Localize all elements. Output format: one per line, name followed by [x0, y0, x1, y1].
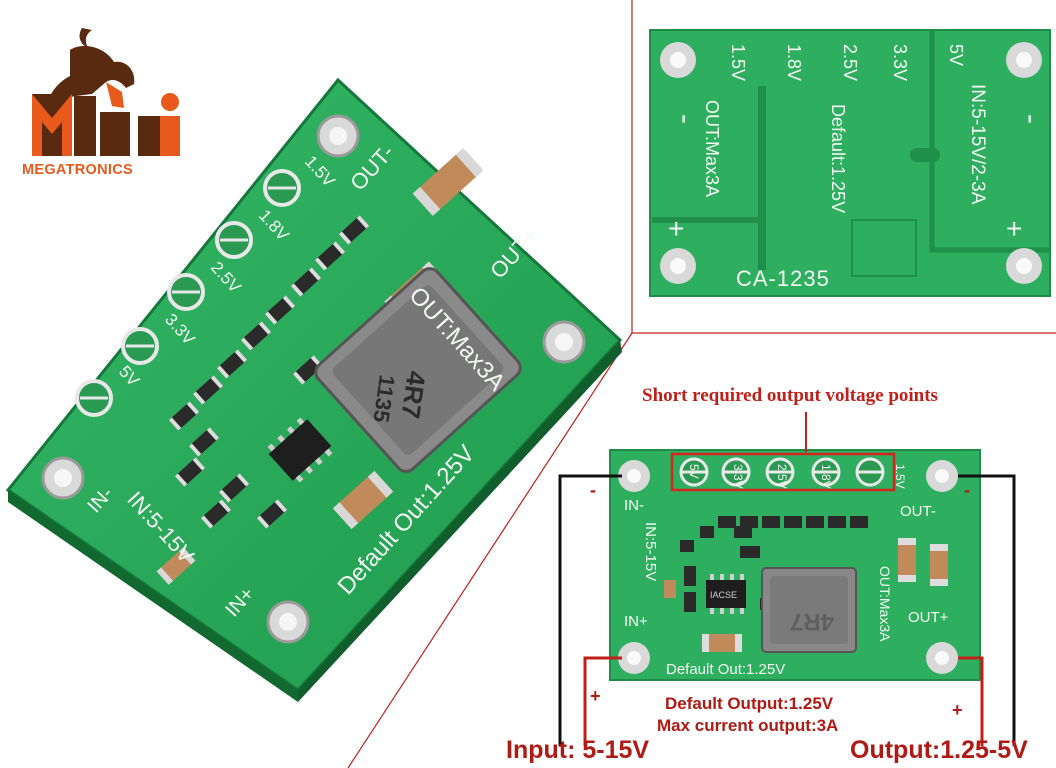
right-minus-sign: - — [964, 480, 970, 500]
back-mounting-holes — [660, 42, 1042, 284]
back-pcb-photo: 1.5V 1.8V 2.5V 3.3V 5V OUT:Max3A Default… — [649, 29, 1051, 297]
svg-text:1.8V: 1.8V — [784, 44, 804, 81]
jumper-pads — [75, 169, 301, 417]
svg-text:IN-: IN- — [624, 497, 644, 514]
svg-text:IN:5-15V/2-3A: IN:5-15V/2-3A — [967, 84, 988, 205]
svg-text:1.8V: 1.8V — [819, 464, 833, 489]
svg-text:1.5V: 1.5V — [728, 44, 748, 81]
angled-pcb-photo: 1.5V 1.8V 2.5V 3.3V 5V OUT- OUT+ OUT:Max… — [5, 77, 623, 702]
front-ic-chip — [706, 574, 746, 614]
short-points-caption: Short required output voltage points — [642, 385, 938, 406]
left-minus-sign: - — [590, 480, 596, 500]
back-silkscreen: 1.5V 1.8V 2.5V 3.3V 5V OUT:Max3A Default… — [668, 44, 1048, 291]
brand-logo: MEGATRONICS — [22, 22, 187, 182]
inductor-marking: 4R7 1135 — [368, 369, 431, 424]
back-board-body — [649, 29, 1051, 297]
mounting-holes — [41, 114, 586, 644]
svg-text:-: - — [669, 114, 702, 124]
ic-chip — [267, 417, 333, 483]
front-jumper-pads — [679, 457, 885, 487]
svg-text:4R7: 4R7 — [790, 608, 834, 635]
svg-text:3.3V: 3.3V — [890, 44, 910, 81]
input-caption: Input: 5-15V — [506, 736, 650, 764]
svg-text:3.3V: 3.3V — [731, 464, 745, 489]
svg-text:+: + — [1006, 213, 1022, 244]
svg-text:IN:5-15V: IN:5-15V — [642, 522, 659, 581]
svg-text:2.5V: 2.5V — [840, 44, 860, 81]
left-plus-sign: + — [590, 686, 601, 706]
svg-text:2.5V: 2.5V — [775, 464, 789, 489]
front-capacitors — [702, 538, 948, 652]
svg-text:5V: 5V — [946, 44, 966, 66]
svg-text:CA-1235: CA-1235 — [736, 266, 830, 291]
svg-text:IACSE: IACSE — [710, 590, 737, 600]
front-part-markings: IACSE 4R7 — [710, 590, 834, 635]
svg-text:Default Out:1.25V: Default Out:1.25V — [666, 661, 785, 678]
svg-text:Default:1.25V: Default:1.25V — [828, 104, 848, 213]
svg-text:OUT-: OUT- — [900, 503, 936, 520]
svg-text:OUT:Max3A: OUT:Max3A — [877, 566, 893, 642]
front-inductor — [761, 567, 857, 653]
svg-text:OUT+: OUT+ — [908, 609, 949, 626]
front-mounting-holes — [618, 460, 958, 674]
jumper-highlight-box — [670, 452, 896, 492]
svg-text:+: + — [668, 213, 684, 244]
svg-text:5V: 5V — [687, 464, 701, 479]
default-output-caption: Default Output:1.25V — [665, 694, 834, 713]
svg-text:OUT:Max3A: OUT:Max3A — [702, 100, 722, 197]
goat-logo-icon — [32, 28, 180, 156]
front-silkscreen: IN- IN+ OUT- OUT+ IN:5-15V OUT:Max3A Def… — [624, 464, 949, 678]
front-pcb-photo: IN- IN+ OUT- OUT+ IN:5-15V OUT:Max3A Def… — [609, 449, 981, 681]
output-caption: Output:1.25-5V — [850, 736, 1028, 764]
brand-name: MEGATRONICS — [22, 162, 133, 178]
svg-text:-: - — [1015, 114, 1048, 124]
svg-text:1.5V: 1.5V — [893, 464, 907, 489]
inductor — [314, 267, 522, 473]
svg-text:4R7: 4R7 — [395, 369, 431, 420]
svg-text:IN+: IN+ — [624, 613, 648, 630]
right-plus-sign: + — [952, 700, 963, 720]
max-current-caption: Max current output:3A — [657, 716, 839, 735]
